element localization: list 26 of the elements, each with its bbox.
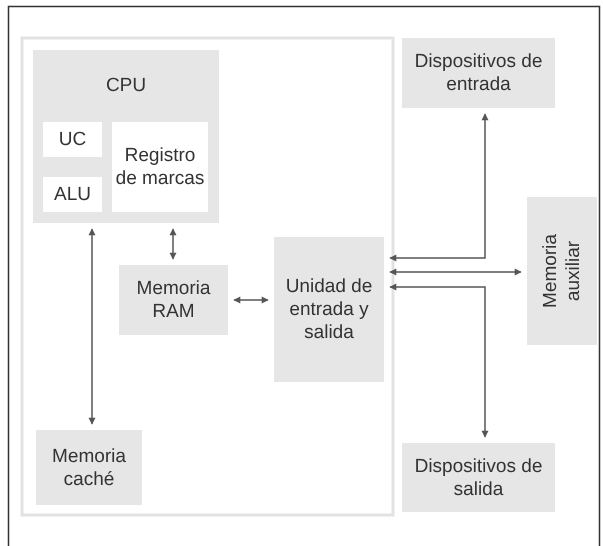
unit-box xyxy=(402,38,555,108)
arrow xyxy=(88,228,96,425)
component-box xyxy=(43,122,102,157)
unit-box xyxy=(402,443,555,512)
arrow xyxy=(389,113,488,262)
node-label: Unidad de entrada y salida xyxy=(284,275,374,344)
arrow xyxy=(233,296,269,304)
arrow xyxy=(389,268,522,276)
node-label: UC xyxy=(58,128,86,151)
node-label: Dispositivos de entrada xyxy=(414,50,544,96)
component-box xyxy=(112,122,208,212)
arrow xyxy=(170,228,176,260)
node-label: Memoria caché xyxy=(51,444,127,490)
unit-box xyxy=(274,237,384,382)
node-label: ALU xyxy=(54,183,91,206)
node-label: Memoria auxiliar xyxy=(539,233,585,310)
component-box xyxy=(43,177,102,212)
unit-box xyxy=(33,50,219,223)
unit-box xyxy=(119,265,228,335)
node-label: Registro de marcas xyxy=(114,144,206,190)
arrow xyxy=(389,284,488,438)
unit-box xyxy=(527,197,597,345)
unit-box xyxy=(36,430,142,505)
node-label: CPU xyxy=(106,74,146,97)
node-label: Dispositivos de salida xyxy=(414,454,544,500)
node-label: Memoria RAM xyxy=(136,277,212,323)
